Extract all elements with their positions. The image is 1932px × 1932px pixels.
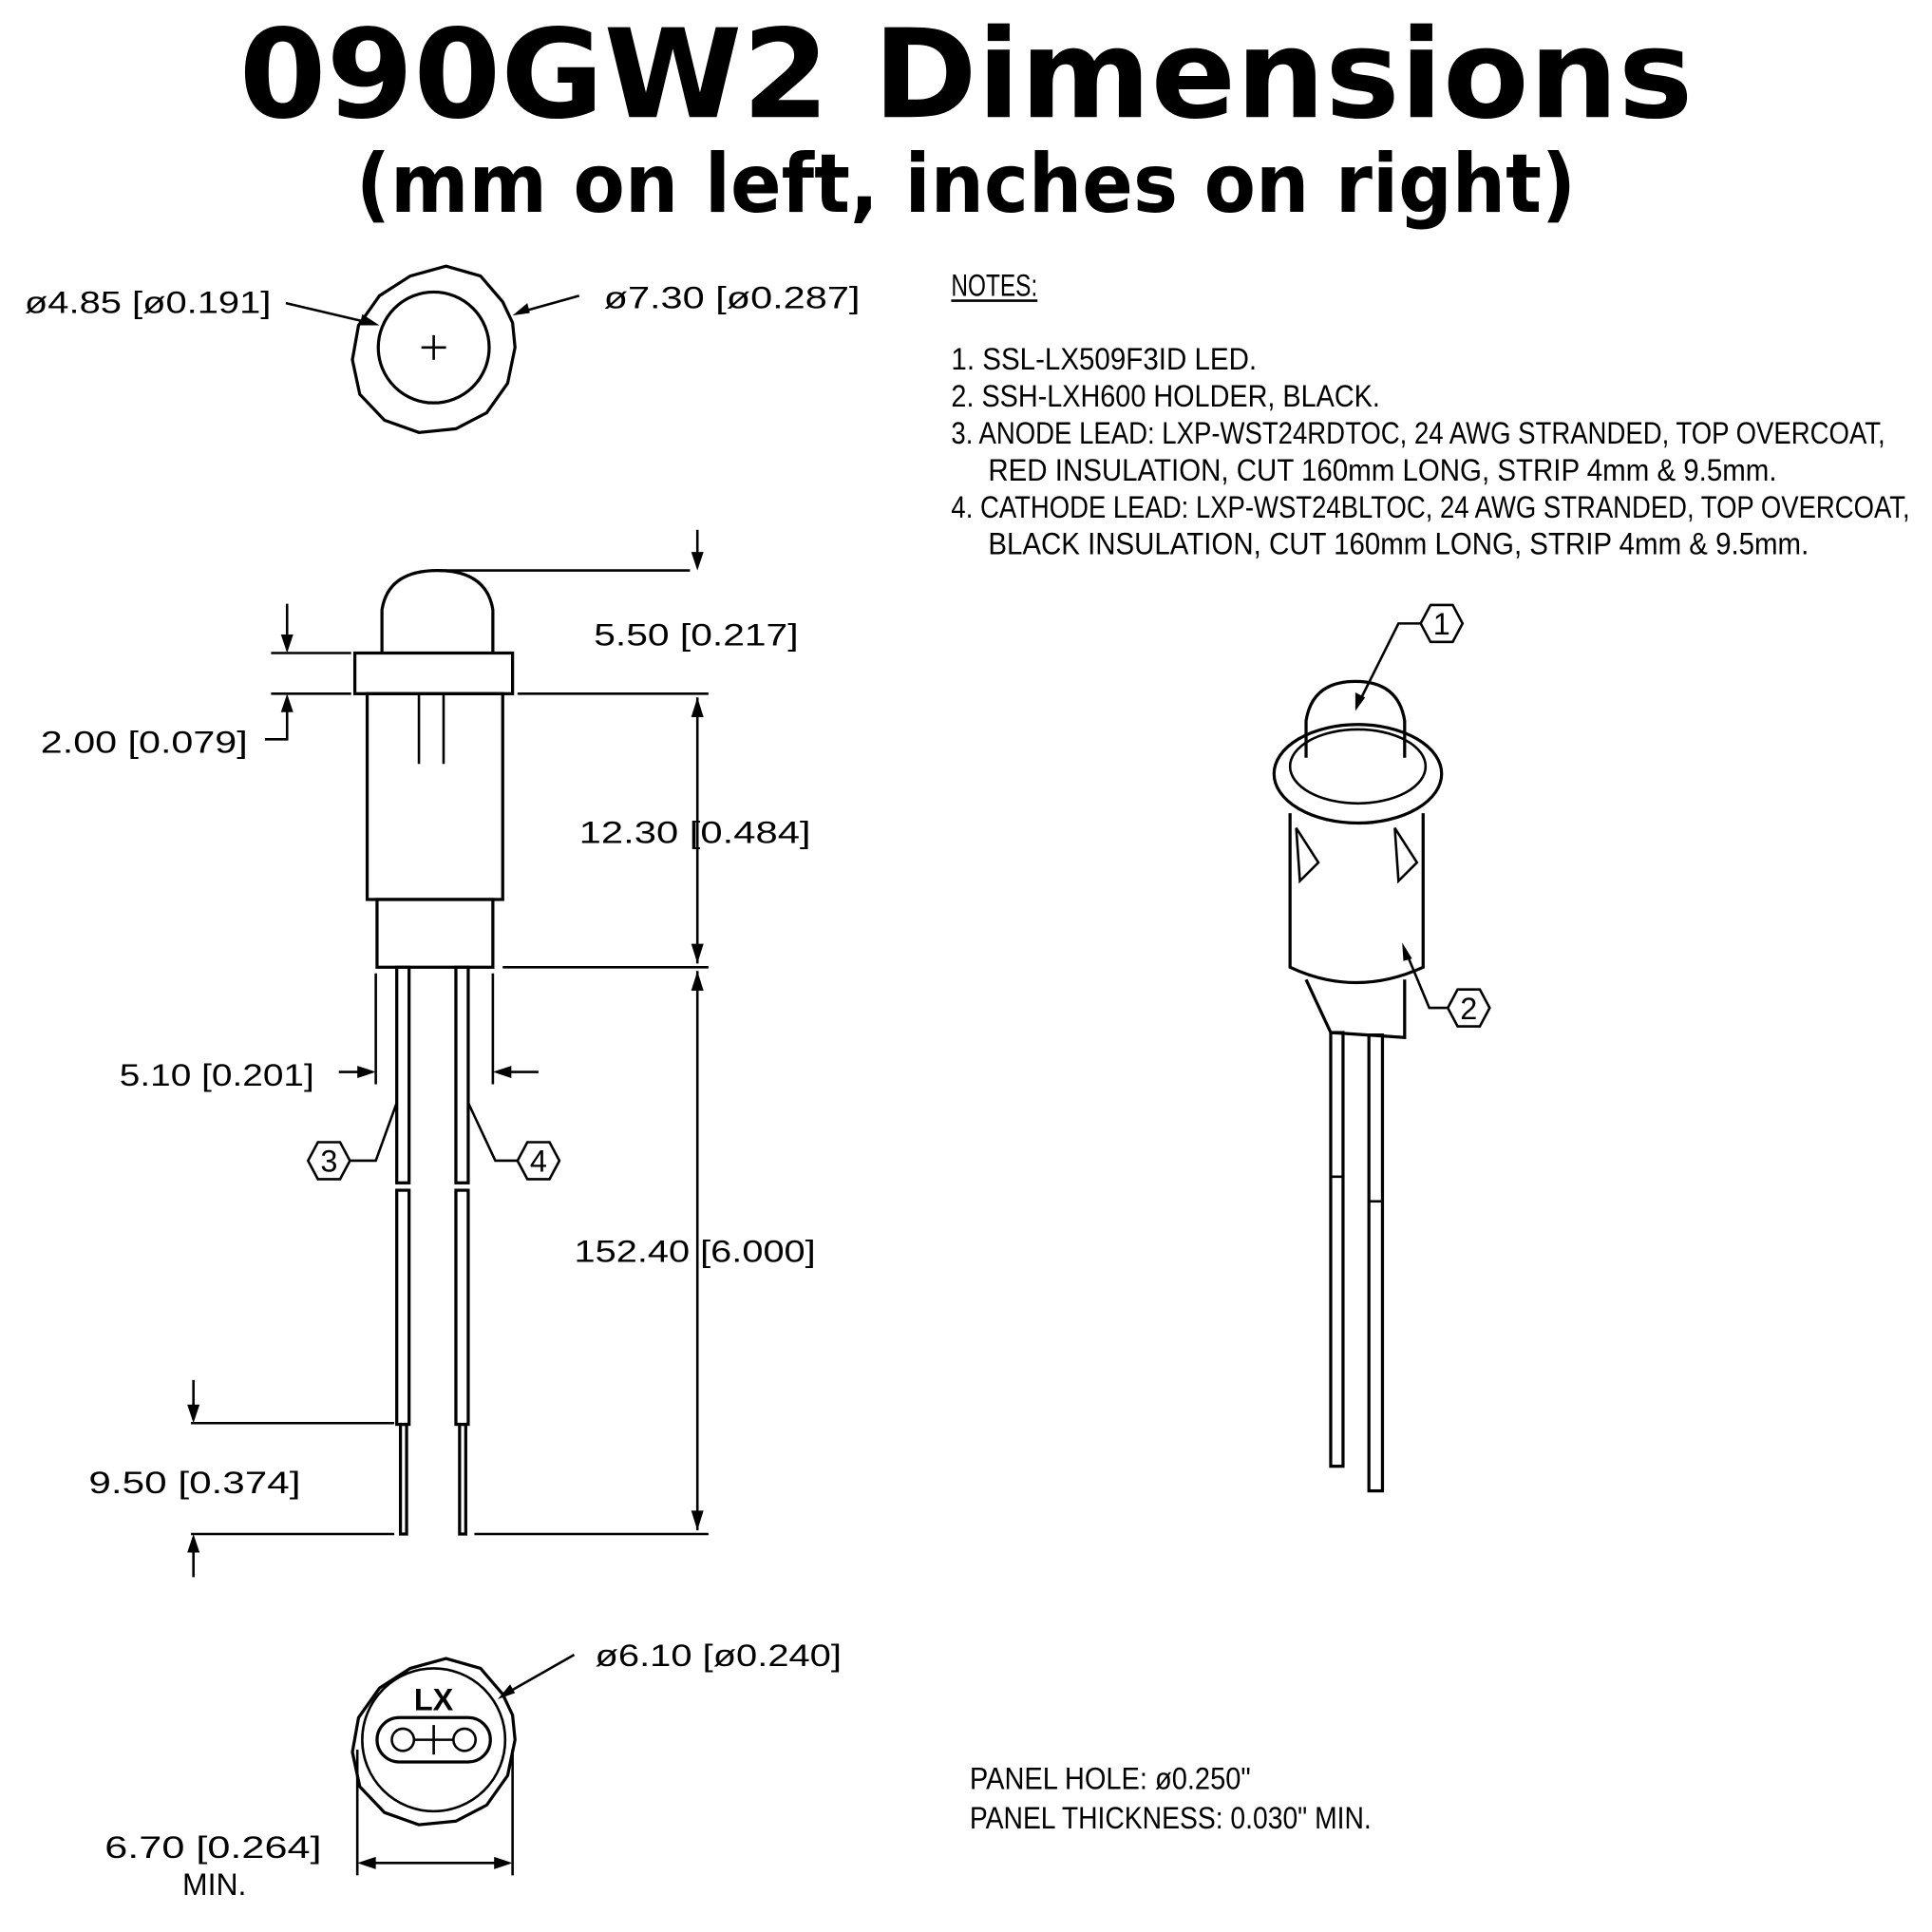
note-line: 3. ANODE LEAD: LXP-WST24RDTOC, 24 AWG ST…: [951, 416, 1885, 450]
inner-diameter-label: ø4.85 [ø0.191]: [25, 285, 271, 319]
bottom-view-diameter-label: ø6.10 [ø0.240]: [596, 1638, 842, 1673]
bottom-width-label: 6.70 [0.264]: [104, 1830, 321, 1865]
dome-height-label: 5.50 [0.217]: [594, 618, 798, 653]
note-line: 2. SSH-LXH600 HOLDER, BLACK.: [951, 379, 1379, 413]
side-view: 5.50 [0.217] 12.30 [0.484] 152.40 [6.000…: [41, 529, 816, 1578]
note-line: 1. SSL-LX509F3ID LED.: [951, 342, 1257, 376]
panel-hole-note: PANEL HOLE: ø0.250": [970, 1762, 1251, 1796]
body-length-label: 12.30 [0.484]: [579, 815, 811, 849]
bottom-marking: LX: [414, 1683, 454, 1717]
flange-thickness-label: 2.00 [0.079]: [41, 726, 248, 760]
page-subtitle: (mm on left, inches on right): [356, 138, 1576, 232]
bottom-view: LX ø6.10 [ø0.240] 6.70 [0.264] MIN.: [104, 1638, 842, 1902]
note-line: BLACK INSULATION, CUT 160mm LONG, STRIP …: [988, 527, 1809, 561]
balloon-3: 3: [320, 1145, 337, 1179]
notes: NOTES: 1. SSL-LX509F3ID LED. 2. SSH-LXH6…: [951, 268, 1909, 560]
panel-thickness-note: PANEL THICKNESS: 0.030" MIN.: [970, 1801, 1372, 1835]
balloon-2: 2: [1460, 992, 1477, 1026]
notes-heading: NOTES:: [951, 268, 1037, 302]
page-title: 090GW2 Dimensions: [239, 3, 1694, 146]
note-line: 4. CATHODE LEAD: LXP-WST24BLTOC, 24 AWG …: [951, 490, 1909, 524]
balloon-1: 1: [1433, 607, 1450, 641]
lead-spacing-label: 5.10 [0.201]: [120, 1058, 314, 1092]
note-line: RED INSULATION, CUT 160mm LONG, STRIP 4m…: [988, 453, 1776, 487]
iso-view: 1 2: [1272, 603, 1491, 1493]
lead-length-label: 152.40 [6.000]: [574, 1234, 815, 1268]
top-view: ø4.85 [ø0.191] ø7.30 [ø0.287]: [25, 264, 861, 434]
outer-diameter-label: ø7.30 [ø0.287]: [604, 280, 861, 314]
strip-length-label: 9.50 [0.374]: [88, 1466, 300, 1500]
bottom-width-note: MIN.: [182, 1867, 246, 1902]
balloon-4: 4: [530, 1145, 547, 1179]
